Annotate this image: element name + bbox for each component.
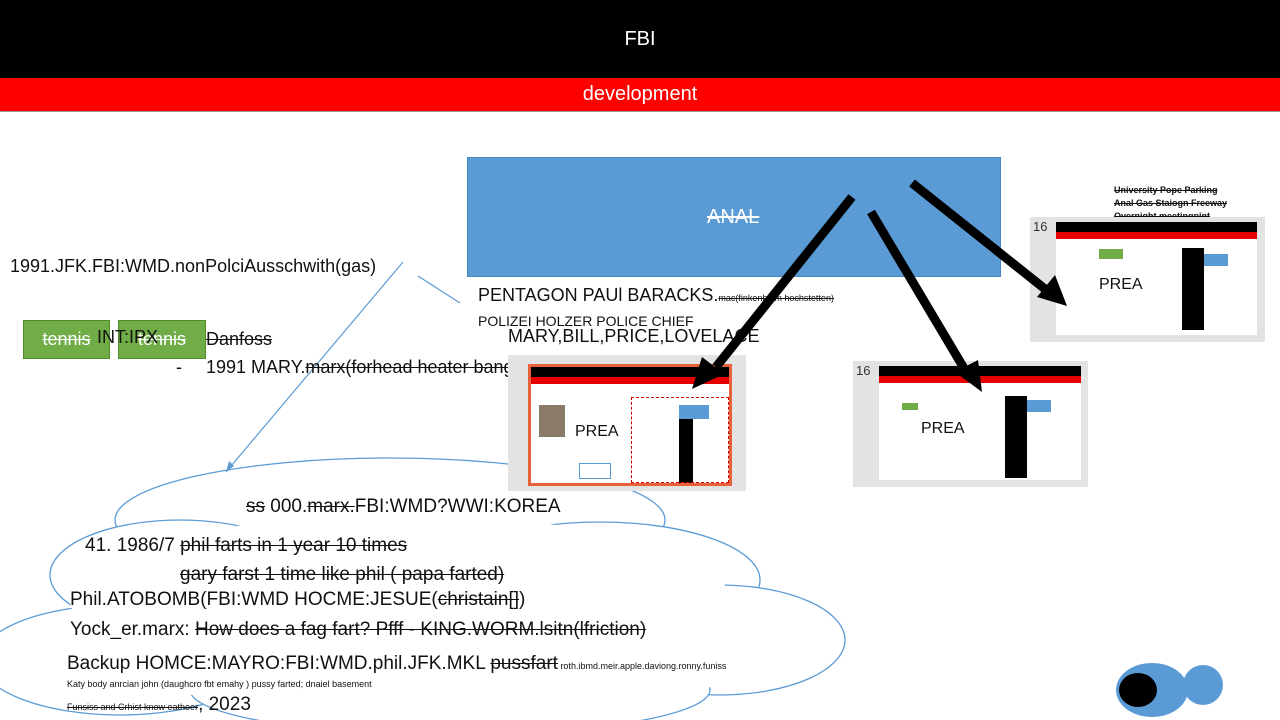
- header-bar: FBI: [0, 0, 1280, 78]
- names-text: MARY,BILL,PRICE,LOVELACE: [508, 326, 760, 346]
- bullet-dash: -: [176, 357, 182, 377]
- cloud-l6-strike: pussfart: [490, 653, 558, 674]
- thumb2-label: PREA: [921, 420, 965, 437]
- tag-tennis-2[interactable]: tennis: [118, 320, 206, 359]
- bullet-mary-prefix: 1991 MARY.: [206, 357, 306, 377]
- thumb3-number: 16: [1033, 219, 1048, 234]
- slide-thumbnail-2[interactable]: 16 PREA: [853, 361, 1088, 487]
- cloud-l6-small: roth.ibmd.meir.apple.daviong.ronny.funis…: [557, 661, 727, 671]
- thumb3-slide: [1056, 222, 1257, 335]
- cloud-l2-strike: phil farts in 1 year 10 times: [180, 535, 408, 556]
- cloud-line-3: gary farst 1 time like phil ( papa farte…: [180, 564, 505, 585]
- thumb2-number: 16: [856, 363, 871, 378]
- thumb2-slide: [879, 366, 1081, 480]
- cloud-l8-small-strike: Funsiss and Crhist know eathoer: [67, 702, 199, 712]
- cloud-line-8: Funsiss and Crhist know eathoer, 2023: [67, 694, 251, 716]
- cloud-line-5: Yock_er.marx: How does a fag fart? Pfff …: [70, 619, 646, 641]
- cloud-l4-b: ): [519, 589, 526, 610]
- tag-tennis-1[interactable]: tennis: [23, 320, 110, 359]
- cloud-l5-strike: How does a fag fart? Pfff - KING.WORM.ls…: [194, 619, 647, 640]
- thumb1-photo: [539, 405, 565, 437]
- right-note-3: Overnight,meetingpint: [1114, 211, 1211, 221]
- tag-tennis-2-label: tennis: [137, 329, 187, 349]
- thumb1-label: PREA: [575, 423, 619, 440]
- thumb3-label: PREA: [1099, 276, 1143, 293]
- cloud-l1-b: FBI:WMD?WWI:KOREA: [354, 496, 561, 517]
- cloud-l1-strike: ss: [246, 496, 265, 517]
- cloud-l4-a: Phil.ATOBOMB(FBI:WMD HOCME:JESUE(: [70, 589, 438, 610]
- right-notes: University Pope Parking Anal Gas Staiogn…: [1114, 184, 1227, 223]
- header-title: FBI: [624, 27, 656, 50]
- pentagon-main: PENTAGON PAUl BARACKS.: [478, 285, 719, 305]
- danfoss-text: Danfoss: [206, 329, 273, 349]
- cloud-l8-b: , 2023: [198, 694, 251, 715]
- center-box-label: ANAL: [707, 206, 760, 228]
- slide-thumbnail-3[interactable]: 16 PREA: [1030, 217, 1265, 342]
- right-note-2: Anal Gas Staiogn Freeway: [1114, 198, 1228, 208]
- left-line-1991: 1991.JFK.FBI:WMD.nonPolciAusschwith(gas): [10, 256, 377, 276]
- cloud-line-4: Phil.ATOBOMB(FBI:WMD HOCME:JESUE(christa…: [70, 589, 525, 611]
- cloud-l1-a: 000.: [270, 496, 308, 517]
- tag-int-ipx: INT:IPX: [97, 327, 159, 347]
- arrow-to-thumb3: [909, 179, 1053, 297]
- tag-tennis-1-label: tennis: [42, 329, 91, 349]
- cloud-l5-a: Yock_er.marx:: [70, 619, 195, 640]
- cloud-l1-strike2: marx.: [307, 496, 355, 517]
- subheader-title: development: [582, 83, 698, 105]
- cloud-l6-a: Backup HOMCE:MAYRO:FBI:WMD.phil.JFK.MKL: [67, 653, 491, 674]
- cloud-l2-a: 41. 1986/7: [85, 535, 181, 556]
- bullet-mary-strike: marx(forhead heater bang scare): [305, 357, 569, 377]
- subheader-bar: development: [0, 78, 1280, 112]
- center-blue-box: [467, 157, 1001, 277]
- bullet-mary: 1991 MARY.marx(forhead heater bang scare…: [206, 357, 569, 378]
- cloud-line-1: ss 000.marx.FBI:WMD?WWI:KOREA: [246, 496, 561, 518]
- arrow-to-thumb1: [712, 194, 856, 370]
- cloud-line-2: 41. 1986/7 phil farts in 1 year 10 times: [85, 535, 407, 557]
- cloud-line-7: Katy body anrcian john (daughcro fbt ema…: [67, 679, 372, 689]
- cloud-line-6: Backup HOMCE:MAYRO:FBI:WMD.phil.JFK.MKL …: [67, 653, 726, 675]
- arrow-to-thumb2: [867, 209, 972, 378]
- thumb1-black-bar: [679, 407, 693, 483]
- cloud-l4-strike: christain[]: [437, 589, 520, 610]
- polizei-text: POLIZEI HOLZER POLICE CHIEF: [478, 313, 694, 329]
- right-note-1: University Pope Parking: [1114, 185, 1218, 195]
